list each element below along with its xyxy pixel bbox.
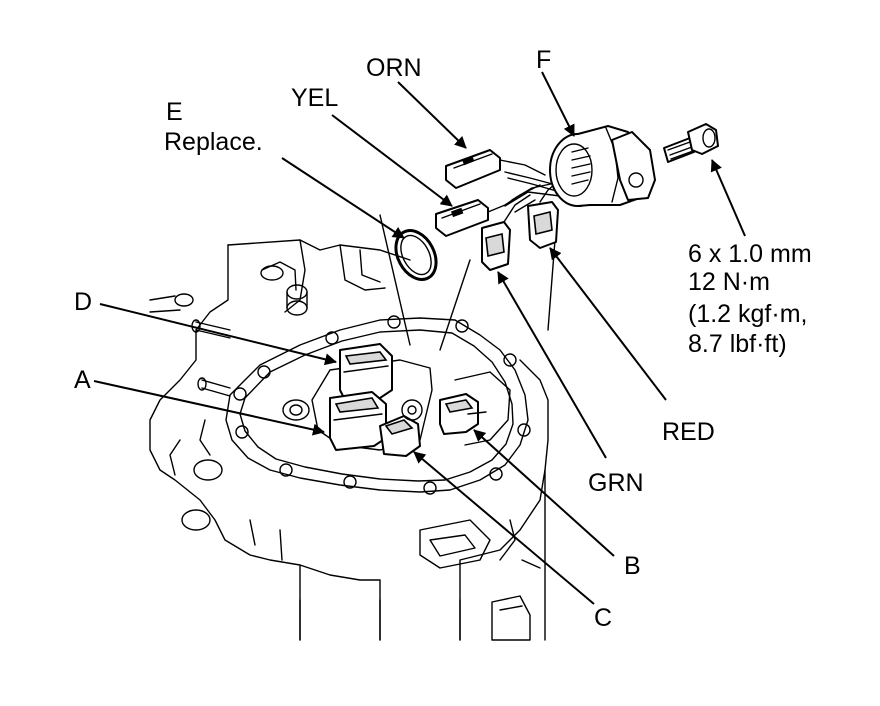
label-b: B <box>624 552 641 580</box>
label-e: E <box>166 98 183 126</box>
label-yel: YEL <box>291 84 338 112</box>
label-a: A <box>74 366 91 394</box>
leader-e <box>281 157 405 239</box>
red-connector <box>527 179 561 249</box>
torque-spec-line4: 8.7 lbf·ft) <box>688 330 787 358</box>
label-c: C <box>594 604 612 632</box>
leader-yel <box>331 114 453 207</box>
wire-harness <box>504 171 561 213</box>
torque-spec-line2: 12 N·m <box>688 268 770 296</box>
leader-c <box>413 451 595 605</box>
leader-bolt <box>710 159 746 237</box>
label-orn: ORN <box>366 54 422 82</box>
labels: ORN F YEL E Replace. D A RED GRN B C 6 x… <box>74 46 812 632</box>
leader-lines <box>93 71 746 605</box>
torque-spec-line3: (1.2 kgf·m, <box>688 300 807 328</box>
leader-orn <box>397 81 467 149</box>
leader-b <box>473 429 615 557</box>
label-f: F <box>536 46 551 74</box>
leader-grn <box>497 271 607 459</box>
leader-f <box>541 71 575 137</box>
sensor-f <box>549 125 656 207</box>
grn-connector <box>481 194 531 271</box>
leader-red <box>549 247 667 401</box>
leader-a <box>93 380 325 436</box>
connector-b <box>439 393 487 435</box>
connector-c <box>379 399 423 457</box>
label-red: RED <box>662 418 715 446</box>
connector-d <box>339 343 393 403</box>
torque-spec-line1: 6 x 1.0 mm <box>688 240 812 268</box>
leader-d <box>99 303 337 366</box>
label-d: D <box>74 288 92 316</box>
orn-connector <box>445 149 546 189</box>
label-e-note: Replace. <box>164 128 263 156</box>
bolt <box>663 123 719 163</box>
transmission-housing <box>149 214 556 641</box>
connector-a <box>329 391 387 451</box>
label-grn: GRN <box>588 469 644 497</box>
